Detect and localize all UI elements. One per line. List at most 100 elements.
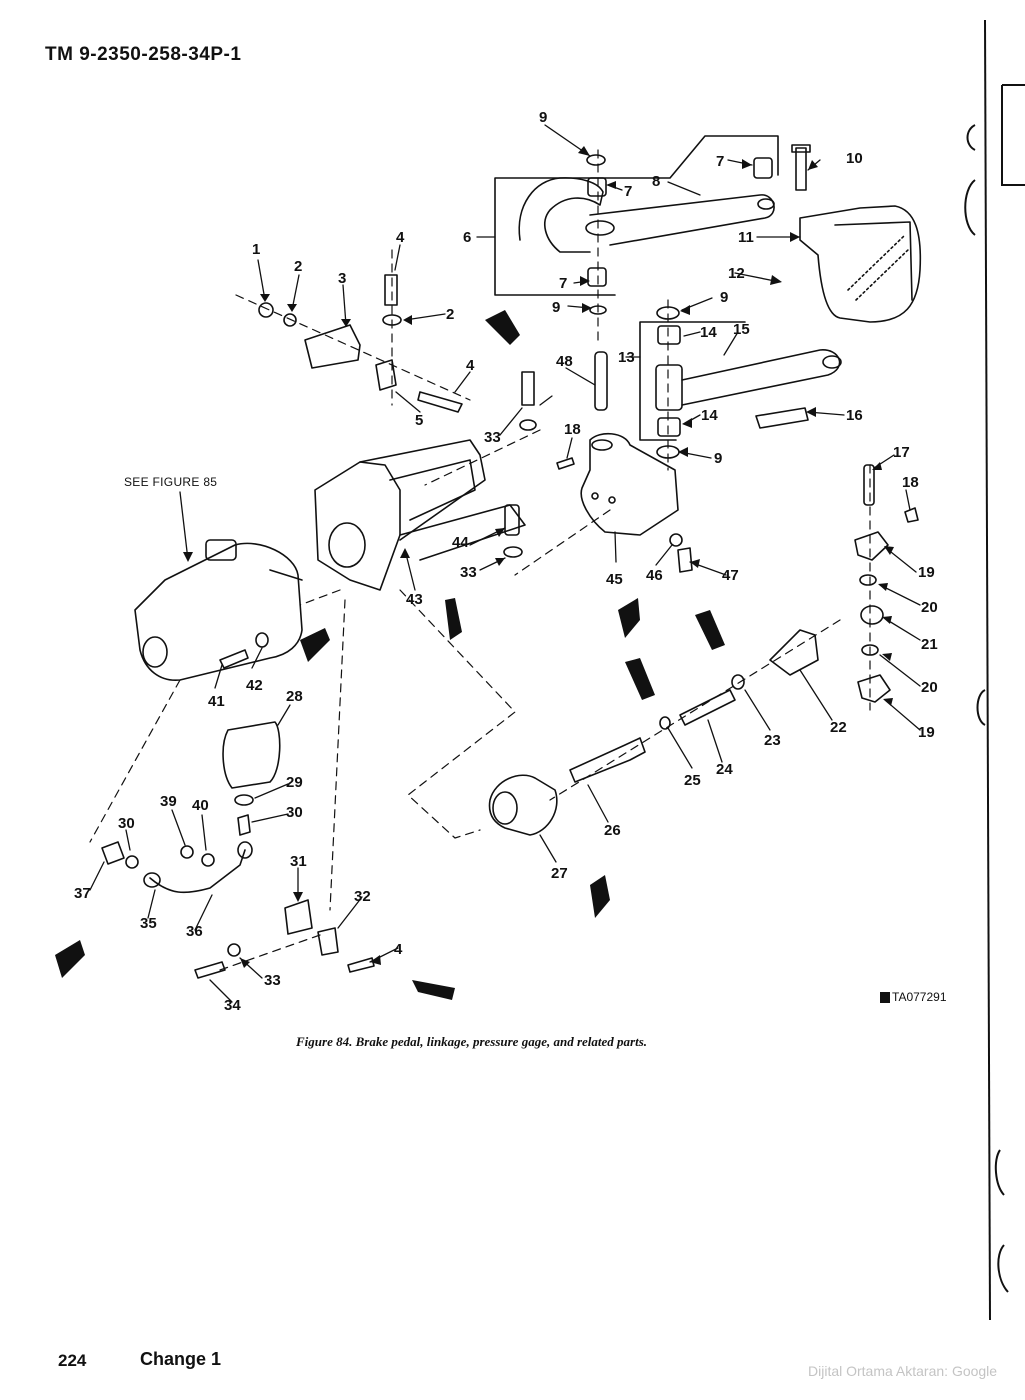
callout: 7 — [624, 183, 632, 200]
yoke-22 — [769, 629, 819, 676]
callout: 14 — [701, 407, 718, 424]
callout: 12 — [728, 265, 745, 282]
bracket-31 — [284, 899, 313, 935]
callout: 43 — [406, 591, 423, 608]
callout: 10 — [846, 150, 863, 167]
callout: 20 — [921, 599, 938, 616]
binding-edge — [964, 19, 1025, 1321]
nut-25 — [659, 716, 671, 730]
callout: 2 — [446, 306, 454, 323]
pin-18b — [904, 507, 919, 523]
fitting-40 — [201, 853, 215, 867]
bracket-group-6 — [494, 135, 779, 296]
callout: 17 — [893, 444, 910, 461]
hand-icon-8 — [55, 940, 85, 978]
bolt-4a — [384, 274, 398, 306]
brake-pedal-pad — [799, 205, 922, 323]
callout: 18 — [564, 421, 581, 438]
clip-5 — [375, 359, 397, 391]
hand-icon-9 — [412, 980, 455, 1000]
callout: 46 — [646, 567, 663, 584]
fitting-37 — [101, 841, 125, 865]
boot-27 — [488, 774, 558, 836]
callout: 35 — [140, 915, 157, 932]
clip-32 — [317, 927, 339, 956]
callout: 15 — [733, 321, 750, 338]
hand-icon-4 — [695, 610, 725, 650]
rod-24 — [679, 689, 736, 726]
callout: 24 — [716, 761, 733, 778]
callout: 30 — [286, 804, 303, 821]
callout: 33 — [484, 429, 501, 446]
pin-17 — [863, 464, 875, 506]
callout: 48 — [556, 353, 573, 370]
callout: 4 — [466, 357, 475, 374]
callout: 26 — [604, 822, 621, 839]
hand-icon-1 — [485, 310, 520, 345]
callout: 6 — [463, 229, 471, 246]
bolt-34b — [194, 961, 226, 979]
callout: 37 — [74, 885, 91, 902]
callout: 45 — [606, 571, 623, 588]
change-label: Change 1 — [140, 1349, 222, 1369]
callout: 9 — [539, 109, 547, 126]
pushrod-26 — [569, 737, 646, 783]
callout: 8 — [652, 173, 660, 190]
tube-36 — [149, 849, 246, 894]
callout: 42 — [246, 677, 263, 694]
callout: 19 — [918, 724, 935, 741]
hand-icon-7 — [590, 875, 610, 918]
reference-code-text: TA077291 — [892, 990, 947, 1004]
nut-1 — [258, 302, 274, 318]
digitization-watermark: Dijital Ortama Aktaran: Google — [808, 1363, 998, 1379]
callout: 4 — [396, 229, 405, 246]
hand-icon-2 — [445, 598, 462, 640]
assembly-lines — [89, 149, 871, 971]
washer-2a — [283, 313, 297, 327]
callout: 36 — [186, 923, 203, 940]
pin-18a — [556, 457, 575, 470]
callout: 21 — [921, 636, 938, 653]
callout: 31 — [290, 853, 307, 870]
bolt-41 — [219, 649, 249, 669]
clevis-19a — [854, 531, 889, 561]
leader-lines — [89, 124, 921, 1003]
callout: 9 — [552, 299, 560, 316]
callout: 23 — [764, 732, 781, 749]
plate-16 — [755, 407, 809, 429]
nut-35 — [143, 872, 161, 888]
bushing-top — [587, 177, 607, 197]
washer-20a — [859, 574, 877, 586]
callout: 22 — [830, 719, 847, 736]
callout: 16 — [846, 407, 863, 424]
arrowheads — [183, 146, 894, 968]
callout: 33 — [264, 972, 281, 989]
callout: 5 — [415, 412, 423, 429]
callout: 9 — [714, 450, 722, 467]
callout: 33 — [460, 564, 477, 581]
callout: 4 — [394, 941, 403, 958]
callout: 28 — [286, 688, 303, 705]
callout: 29 — [286, 774, 303, 791]
callout: 9 — [720, 289, 728, 306]
rod-48 — [594, 351, 608, 411]
washer-top — [586, 154, 606, 166]
callout: 20 — [921, 679, 938, 696]
callout: 13 — [618, 349, 635, 366]
pivot-bracket — [580, 432, 679, 536]
callout: 2 — [294, 258, 302, 275]
mounting-bracket — [314, 439, 526, 591]
washer-33a — [519, 419, 537, 431]
bolt-4c — [347, 957, 375, 973]
callout: 39 — [160, 793, 177, 810]
callout: 41 — [208, 693, 225, 710]
nut-33c — [227, 943, 241, 957]
reference-marker-icon — [880, 991, 890, 1003]
callout: 25 — [684, 772, 701, 789]
hand-icon-5 — [300, 628, 330, 662]
bolt-44 — [504, 504, 520, 536]
callout: 34 — [224, 997, 241, 1014]
nut-23 — [731, 674, 745, 690]
tm-number-header: TM 9-2350-258-34P-1 — [45, 44, 242, 65]
